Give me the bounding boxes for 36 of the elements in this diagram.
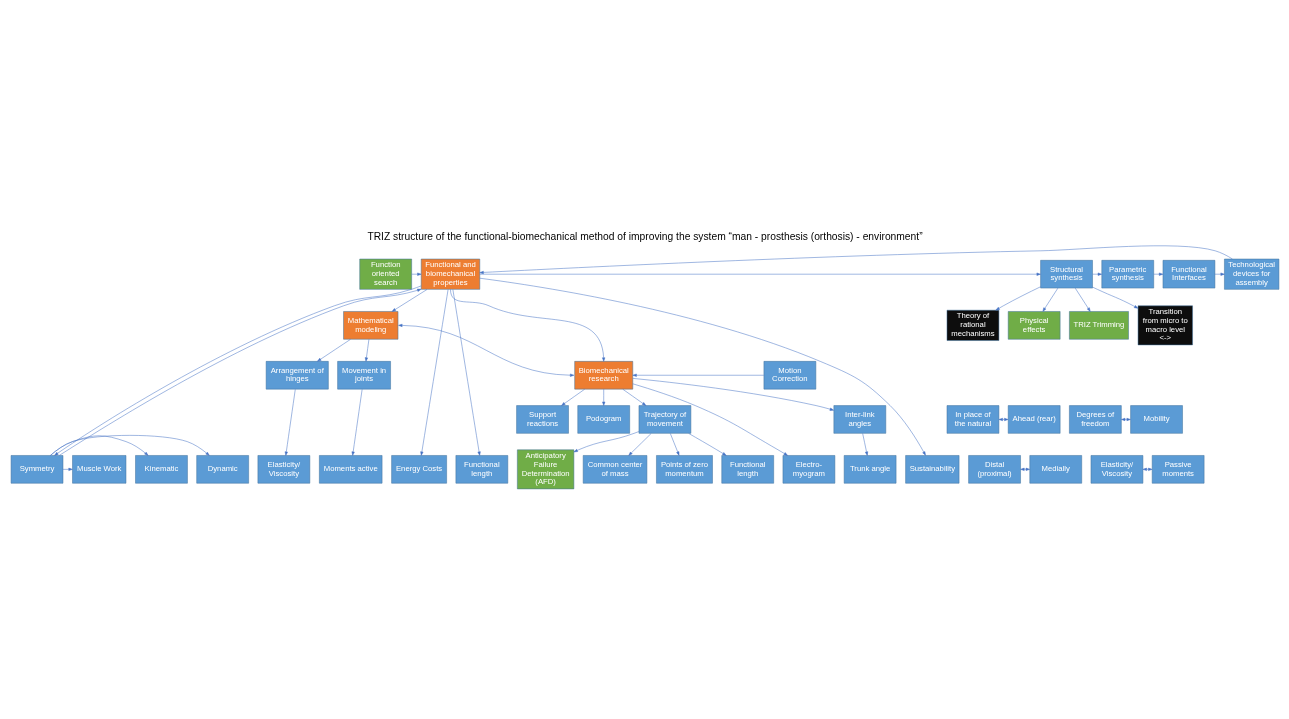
arrow: [1153, 272, 1163, 276]
arrow: [995, 286, 1041, 311]
arrow: [316, 339, 351, 362]
arrow: [479, 245, 1233, 274]
arrow: [411, 272, 421, 276]
arrow: [601, 388, 605, 406]
arrow: [632, 383, 788, 456]
arrow: [628, 433, 651, 456]
arrow: [687, 433, 726, 456]
arrow: [632, 378, 834, 411]
arrow: [861, 433, 868, 456]
arrow: [284, 389, 296, 456]
arrow: [998, 417, 1008, 421]
arrow: [1074, 287, 1090, 312]
arrow: [62, 467, 73, 471]
arrow: [419, 289, 448, 456]
arrow: [1214, 272, 1225, 276]
arrow: [1091, 272, 1102, 276]
diagram-title: TRIZ structure of the functional-biomechanical method of improving the system “man - prosthesis (orthosis) - environment”: [366, 231, 923, 243]
arrow: [479, 277, 926, 456]
arrow: [669, 433, 679, 456]
arrow: [560, 388, 585, 406]
arrow: [397, 323, 574, 377]
arrow: [479, 272, 1041, 276]
arrow: [1042, 287, 1058, 312]
arrow: [1091, 286, 1138, 309]
arrow: [364, 339, 369, 362]
arrow: [449, 289, 605, 362]
arrow: [49, 435, 210, 456]
arrow: [351, 389, 362, 456]
arrow: [391, 289, 427, 312]
arrow: [632, 373, 764, 377]
arrow: [452, 289, 481, 456]
arrow: [1142, 467, 1152, 471]
arrow: [622, 388, 646, 406]
arrow: [573, 431, 639, 453]
